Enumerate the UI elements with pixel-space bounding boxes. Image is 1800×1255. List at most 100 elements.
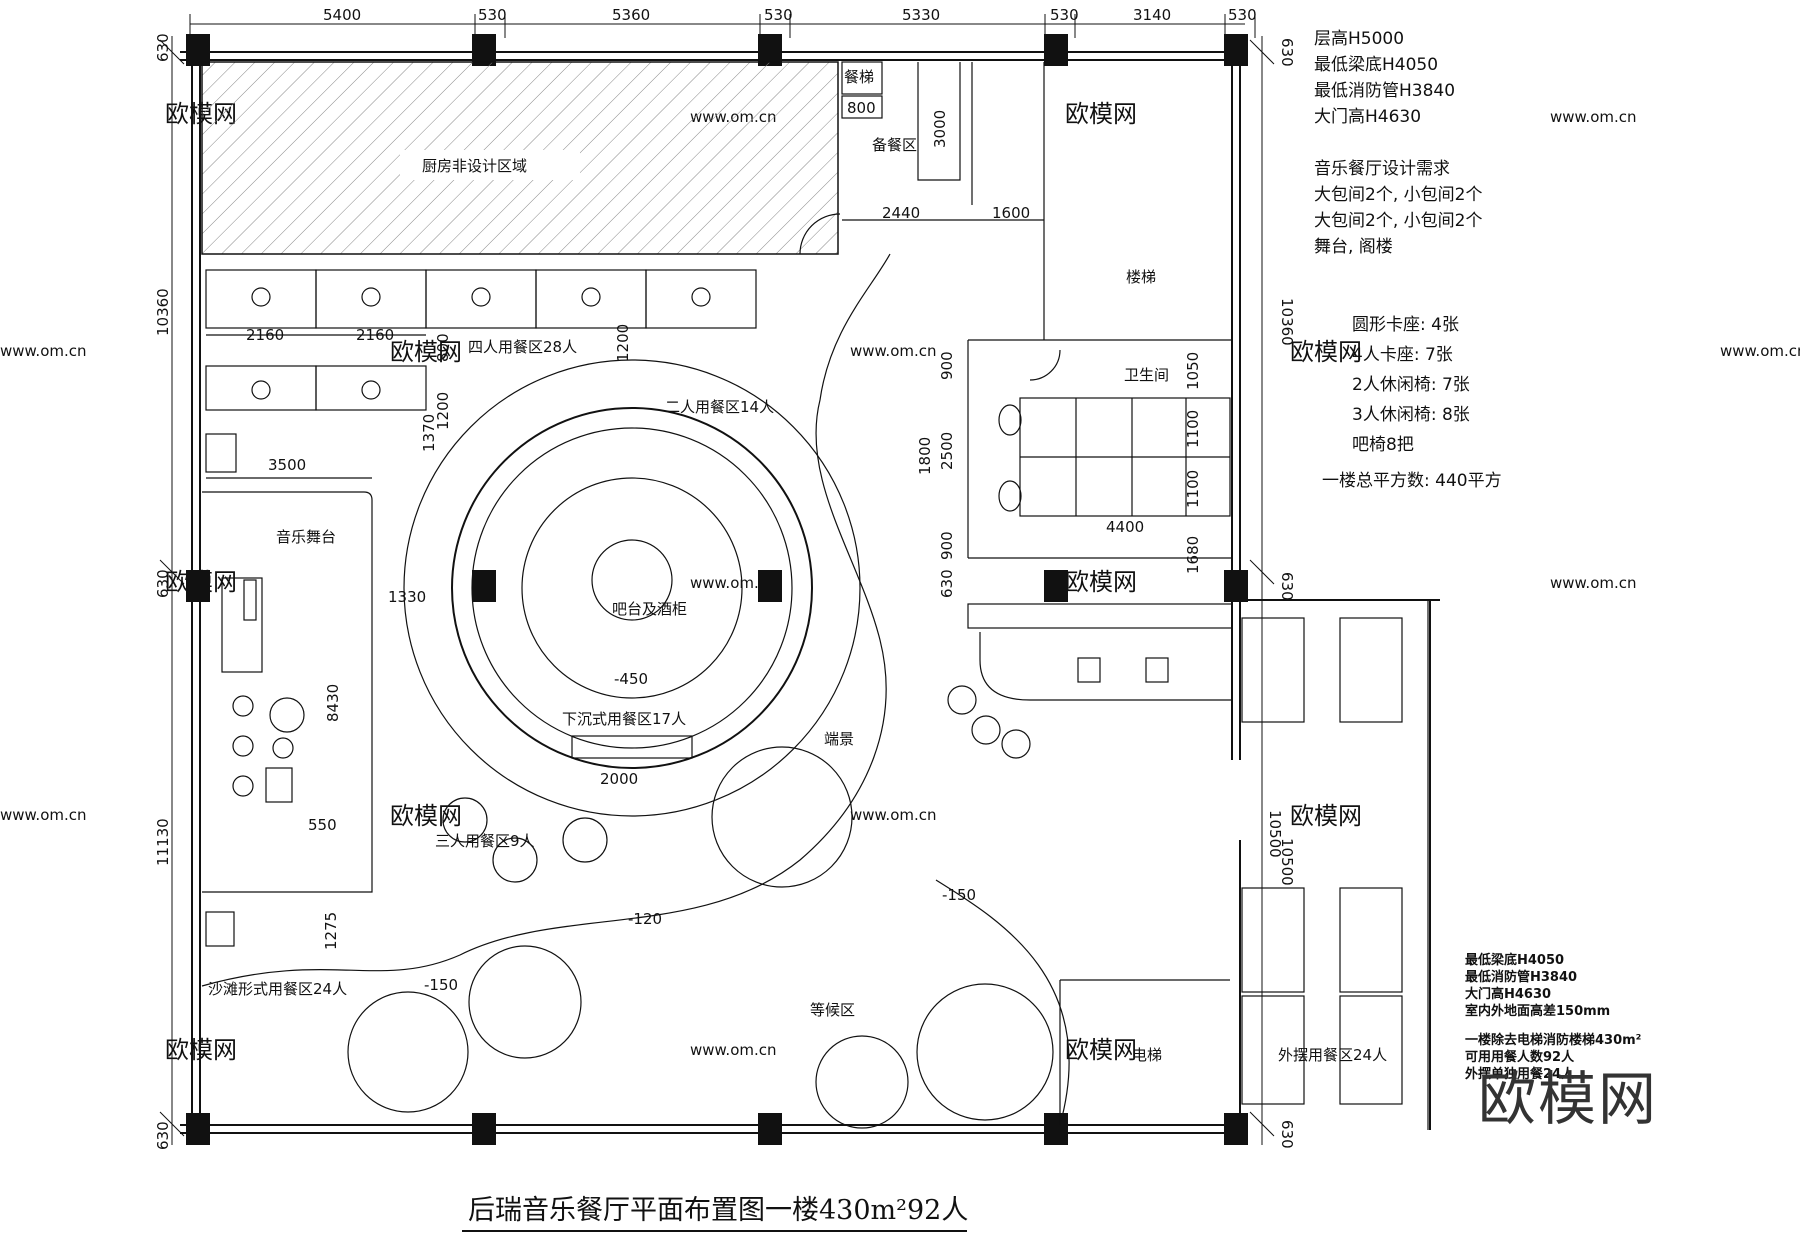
note-line: 最低梁底H4050 (1465, 953, 1565, 968)
note-line: 音乐餐厅设计需求 (1314, 159, 1450, 179)
dim-label: 1680 (1184, 536, 1202, 574)
elevator-label: 电梯 (1132, 1046, 1162, 1064)
lower-dining (201, 253, 891, 1113)
watermark: 欧模网 (1065, 100, 1137, 128)
dim-label: 1370 (420, 414, 438, 452)
note-line: 舞台, 阁楼 (1314, 237, 1393, 257)
brand-logo: 欧模网 (1478, 1065, 1659, 1133)
stage-label: 音乐舞台 (276, 528, 336, 546)
stairs-label: 楼梯 (1126, 268, 1156, 286)
dim-label: 1275 (322, 912, 340, 950)
watermark-url: www.om.cn (1550, 574, 1637, 592)
dim-label: 2000 (600, 770, 638, 788)
dim-label: 530 (1050, 6, 1079, 24)
dim-label: 630 (1278, 572, 1296, 601)
dim-label: 2500 (938, 432, 956, 470)
watermark: 欧模网 (1290, 802, 1362, 830)
bar-label: 吧台及酒柜 (612, 600, 687, 618)
kitchen-label-bg (400, 150, 580, 180)
dim-label: 2160 (246, 326, 284, 344)
seat-count: 4人卡座: 7张 (1352, 345, 1453, 365)
bar-counter (815, 603, 1233, 1129)
watermark: 欧模网 (390, 802, 462, 830)
dim-label: 5400 (323, 6, 361, 24)
dim-label: 1050 (1184, 352, 1202, 390)
dim-label: 10360 (154, 288, 172, 336)
dim-label: 800 (434, 333, 452, 362)
dim-label: 1100 (1184, 470, 1202, 508)
prep-label: 备餐区 (872, 136, 917, 154)
notes-top: 层高H5000 最低梁底H4050 最低消防管H3840 大门高H4630 音乐… (1314, 26, 1482, 260)
dim-label: 1100 (1184, 410, 1202, 448)
note-line: 外摆单独用餐24人 (1465, 1067, 1575, 1082)
note-line: 最低消防管H3840 (1465, 970, 1578, 985)
watermark-url: www.om.cn (850, 342, 937, 360)
seat-counts: 圆形卡座: 4张 4人卡座: 7张 2人休闲椅: 7张 3人休闲椅: 8张 吧椅… (1352, 310, 1470, 460)
prep-area (799, 61, 1045, 340)
watermark-url: www.om.cn (850, 806, 937, 824)
total-area: 一楼总平方数: 440平方 (1322, 471, 1502, 491)
drawing-title: 后瑞音乐餐厅平面布置图一楼430m²92人 (468, 1195, 969, 1226)
dim-label: 630 (154, 569, 172, 598)
watermarks: 欧模网 www.om.cn 欧模网 www.om.cn www.om.cn 欧模… (0, 100, 1800, 1064)
outdoor-booths (1241, 600, 1429, 1130)
note-line: 最低消防管H3840 (1314, 81, 1456, 101)
watermark: 欧模网 (1065, 568, 1137, 596)
note-line: 大包间2个, 小包间2个 (1314, 211, 1483, 231)
kitchen-label: 厨房非设计区域 (422, 157, 527, 175)
dim-label: 630 (154, 33, 172, 62)
dim-label: 4400 (1106, 518, 1144, 536)
dim-label: 530 (764, 6, 793, 24)
watermark-url: www.om.cn (1550, 108, 1637, 126)
top-dims-text: 5400 530 5360 530 5330 530 3140 530 (323, 6, 1257, 24)
level-label: 550 (308, 816, 337, 834)
right-dims-text: 630 10360 630 10500 630 (1278, 38, 1296, 1149)
structural-columns (186, 34, 1248, 1145)
dimension-left (159, 36, 185, 1145)
note-line: 室内外地面高差150mm (1465, 1004, 1611, 1019)
dim-label: 2160 (356, 326, 394, 344)
two-seat-label: 二人用餐区14人 (665, 398, 774, 416)
dim-label: 1800 (916, 437, 934, 475)
waiting-label: 等候区 (810, 1001, 855, 1019)
watermark-url: www.om.cn (1720, 342, 1800, 360)
dim-label: 1330 (388, 588, 426, 606)
note-line: 大门高H4630 (1465, 987, 1552, 1002)
four-seat-label: 四人用餐区28人 (468, 338, 577, 356)
dim-label: 530 (1228, 6, 1257, 24)
watermark: 欧模网 (1065, 1036, 1137, 1064)
seat-count: 圆形卡座: 4张 (1352, 315, 1459, 335)
dim-label: 630 (1278, 1120, 1296, 1149)
beach-label: 沙滩形式用餐区24人 (208, 980, 347, 998)
dim-label: 3500 (268, 456, 306, 474)
note-line: 一楼除去电梯消防楼梯430m² (1465, 1033, 1642, 1048)
note-line: 层高H5000 (1314, 29, 1405, 49)
watermark: 欧模网 (1290, 338, 1362, 366)
stage-area (202, 433, 373, 947)
dim-label: 8430 (324, 684, 342, 722)
watermark-url: www.om.cn (690, 574, 777, 592)
four-seat-booths (205, 269, 757, 411)
dim-label: 5360 (612, 6, 650, 24)
dim-label: 10360 (1278, 298, 1296, 346)
note-line: 最低梁底H4050 (1314, 55, 1439, 75)
dim-label: 1200 (614, 324, 632, 362)
dim-label: 5330 (902, 6, 940, 24)
notes-bottom: 最低梁底H4050 最低消防管H3840 大门高H4630 室内外地面高差150… (1465, 952, 1641, 1083)
note-line: 大包间2个, 小包间2个 (1314, 185, 1483, 205)
sunken-label: 下沉式用餐区17人 (562, 710, 686, 728)
dim-label: 1600 (992, 204, 1030, 222)
dim-label: 900 (938, 531, 956, 560)
dim-label: 800 (847, 99, 876, 117)
dim-label: 630 (154, 1121, 172, 1150)
restroom-block (967, 339, 1232, 559)
dim-label: 630 (1278, 38, 1296, 67)
level-label: -450 (614, 670, 648, 688)
note-line: 可用用餐人数92人 (1465, 1050, 1575, 1065)
note-line (1465, 1020, 1641, 1032)
restroom-label: 卫生间 (1124, 366, 1169, 384)
dim-label: 900 (938, 351, 956, 380)
dim-label: 630 (938, 569, 956, 598)
dimension-right (1249, 36, 1275, 1145)
